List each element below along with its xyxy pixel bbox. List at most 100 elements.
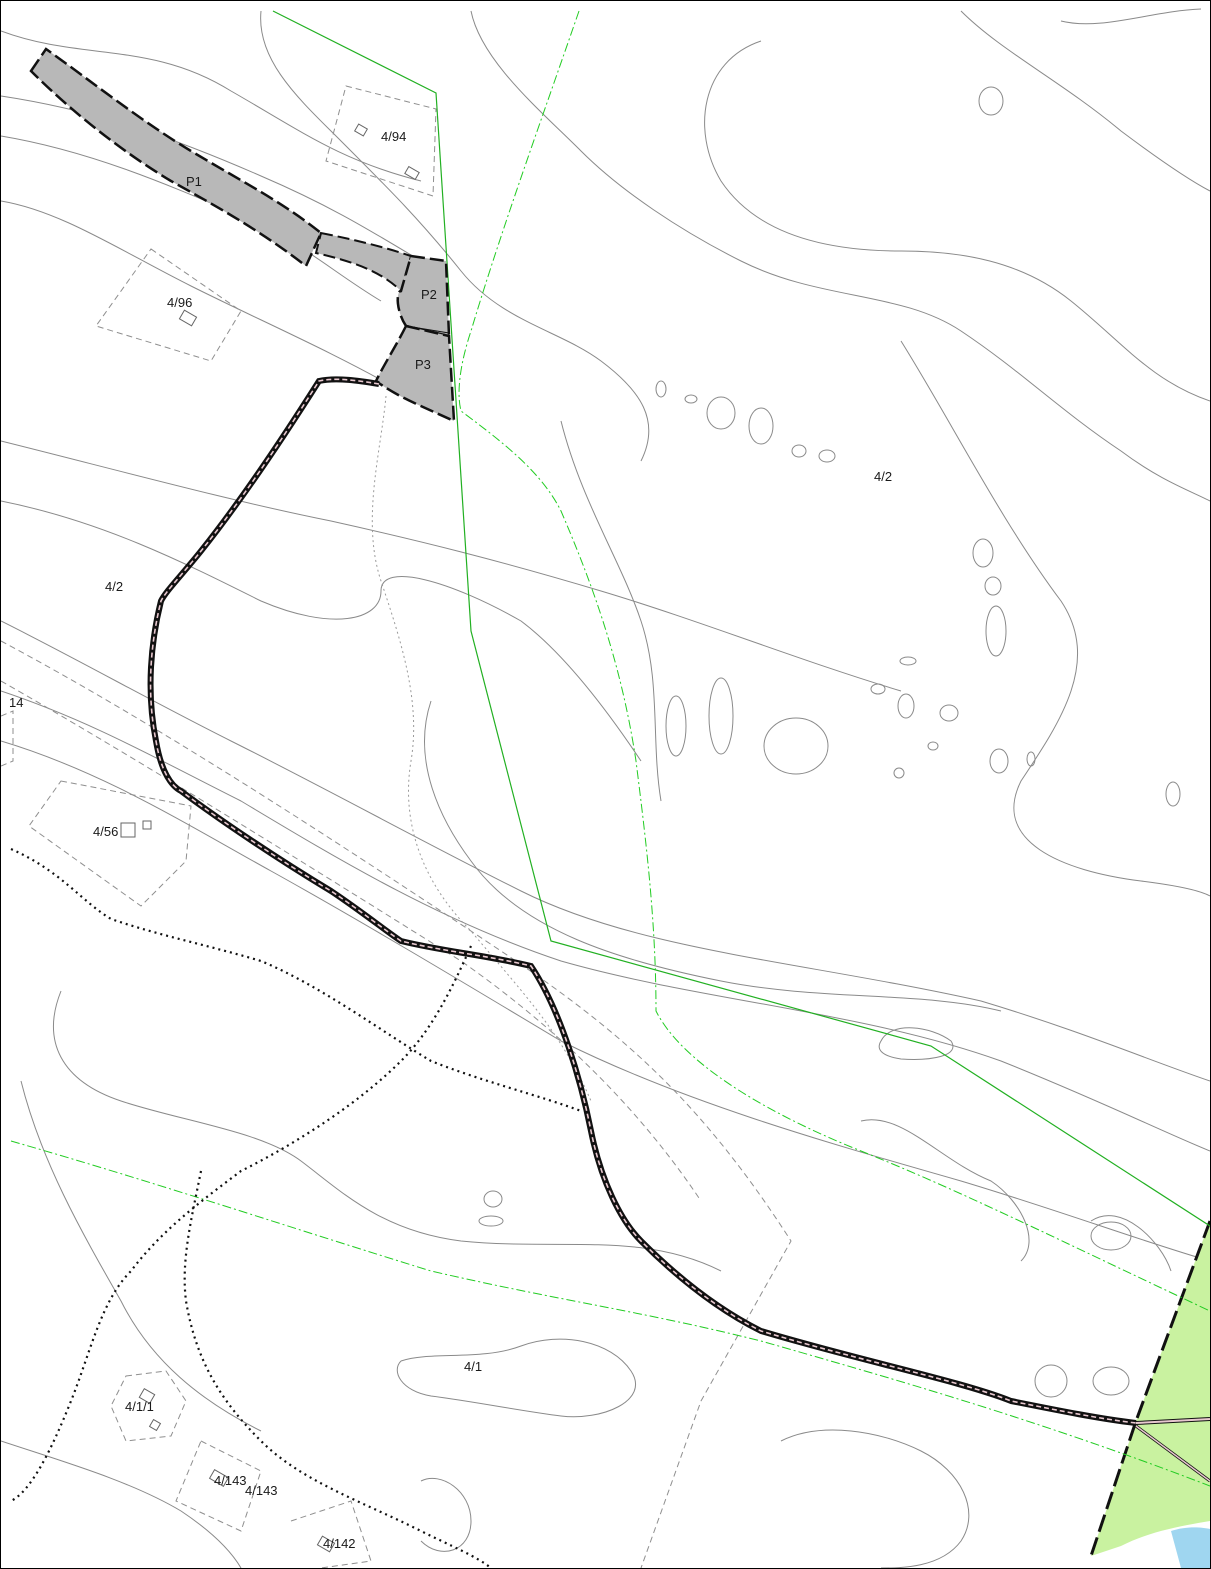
contour-island [1026,751,1036,767]
gray-dotted-track [371,395,592,1102]
contour-line [20,1080,262,1432]
property-boundary-4-142 [290,1500,372,1568]
contour-line [878,1027,954,1060]
property-boundary-4-143 [175,1440,262,1532]
contour-island [1090,1221,1132,1251]
contour-line [1,500,642,762]
label-4-2-right: 4/2 [874,469,892,484]
contour-island [972,538,994,568]
property-boundary-4-1-1 [110,1370,187,1442]
parking-p1-p2-connector [314,231,413,293]
label-p3: P3 [415,357,431,372]
label-4-94: 4/94 [381,129,406,144]
contour-line [960,10,1210,192]
contour-line [396,1338,637,1418]
contour-island [684,394,698,404]
parking-divider [405,325,450,334]
label-p1: P1 [186,174,202,189]
building [404,165,420,181]
contour-island [1092,1366,1130,1396]
contour-line [260,10,650,462]
contour-line [1,440,902,692]
contour-island [899,656,917,666]
black-dotted-line [10,945,473,1502]
label-14: 14 [9,695,23,710]
contour-island [1165,781,1181,807]
label-4-56: 4/56 [93,824,118,839]
contour-island [655,380,667,398]
building [178,309,198,327]
road-branch-inner [1135,1425,1210,1482]
property-boundary-14 [1,710,14,767]
property-boundary-south [1,640,792,1568]
label-4-96: 4/96 [167,295,192,310]
contour-island [985,605,1007,657]
label-4-143a: 4/143 [214,1473,247,1488]
contour-line [560,420,662,802]
green-boundary-line [272,10,1210,1227]
black-dotted-line [10,847,582,1113]
black-dotted-line [183,1170,492,1568]
property-boundaries [1,85,792,1568]
property-boundary-4-94 [325,85,437,197]
label-4-2-left: 4/2 [105,579,123,594]
contour-line [1060,8,1202,25]
contour-island [989,748,1009,774]
contour-island [984,576,1002,596]
contour-line [1,1440,242,1568]
contour-line [424,700,1002,1012]
contour-line [420,1477,472,1552]
label-p2: P2 [421,287,437,302]
water-patch [1171,1527,1210,1568]
contour-line [1,740,1210,1262]
contour-line [1,690,1210,1152]
main-road[interactable] [147,376,1210,1483]
label-4-1-1: 4/1/1 [125,1399,154,1414]
parking-p1 [29,47,323,268]
map-labels: P1 P2 P3 4/94 4/96 4/2 4/2 14 4/56 4/1 4… [9,129,892,1551]
road-extension-inner [1135,1418,1210,1424]
contour-island [665,695,687,757]
property-boundary-4-56 [28,780,192,907]
contour-line [53,990,722,1272]
label-4-143b: 4/143 [245,1483,278,1498]
contour-line [704,40,1210,402]
contour-island [1034,1364,1068,1398]
property-boundary-south-2 [1,680,702,1202]
contour-island [791,444,807,458]
contour-island [478,1215,504,1227]
contour-island [939,704,959,722]
black-dotted-lines [10,847,582,1568]
contour-island [818,449,836,463]
parking-p3 [374,324,456,423]
building [142,820,152,830]
contour-line [1,30,422,182]
building [208,1468,230,1488]
contour-line [860,1119,1030,1262]
contour-line [780,1429,970,1568]
building [353,123,369,137]
road-outer [147,376,1137,1426]
building [316,1535,336,1553]
green-dashdot-line-bottom [10,1140,1210,1487]
contour-lines [1,8,1210,1568]
contour-island [870,683,886,695]
contour-island [978,86,1004,116]
label-4-1: 4/1 [464,1359,482,1374]
contour-island [748,407,774,445]
contour-island [927,741,939,751]
contour-island [763,717,829,775]
parking-areas[interactable] [29,47,456,423]
road-inner [149,378,1137,1424]
contour-line [900,340,1210,897]
contour-island [483,1190,503,1208]
contour-island [708,677,734,755]
contour-line [470,10,1210,502]
contour-line [1,200,402,392]
contour-island [706,396,736,430]
contour-line [1,620,1210,1082]
contour-island [893,767,905,779]
property-boundary-4-96 [95,248,242,362]
